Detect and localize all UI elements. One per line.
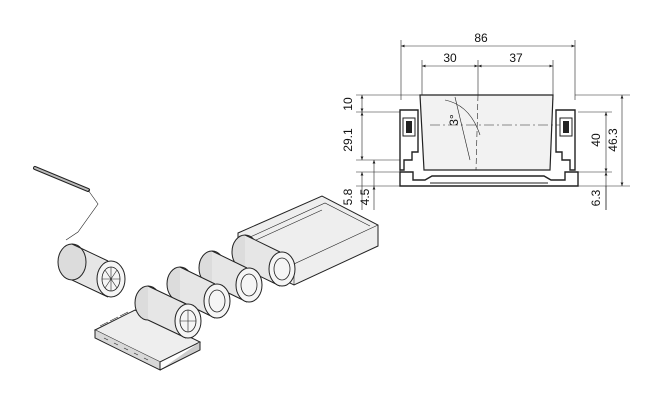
isometric-view: [33, 166, 379, 371]
left-dimension-chain: 10 29.1 5.8 4.5: [341, 94, 420, 210]
dim-label-6-3: 6.3: [589, 189, 603, 206]
rail-rollers: [166, 234, 296, 319]
front-channel: [93, 309, 202, 371]
dim-label-30: 30: [443, 51, 457, 65]
detached-roller: [57, 243, 126, 298]
angle-label: 3°: [447, 114, 461, 126]
roller-section: 3°: [419, 94, 560, 171]
dim-label-46-3: 46.3: [606, 128, 620, 152]
dim-label-10: 10: [341, 97, 355, 111]
dimension-86: 86: [400, 31, 576, 100]
dim-label-29-1: 29.1: [341, 128, 355, 152]
right-dimension-chain: 40 46.3 6.3: [575, 94, 630, 210]
dim-label-5-8: 5.8: [341, 188, 355, 205]
dim-label-86: 86: [474, 31, 488, 45]
dim-label-37: 37: [509, 51, 523, 65]
left-rail-profile: [399, 109, 419, 171]
cross-section-view: 86 30 37 3°: [341, 31, 630, 210]
axle-rod: [33, 166, 99, 241]
dimension-30-37: 30 37: [421, 51, 554, 100]
dim-label-40: 40: [589, 133, 603, 147]
front-roller: [134, 285, 202, 339]
dim-label-4-5: 4.5: [358, 188, 372, 205]
right-rail-profile: [555, 109, 576, 171]
